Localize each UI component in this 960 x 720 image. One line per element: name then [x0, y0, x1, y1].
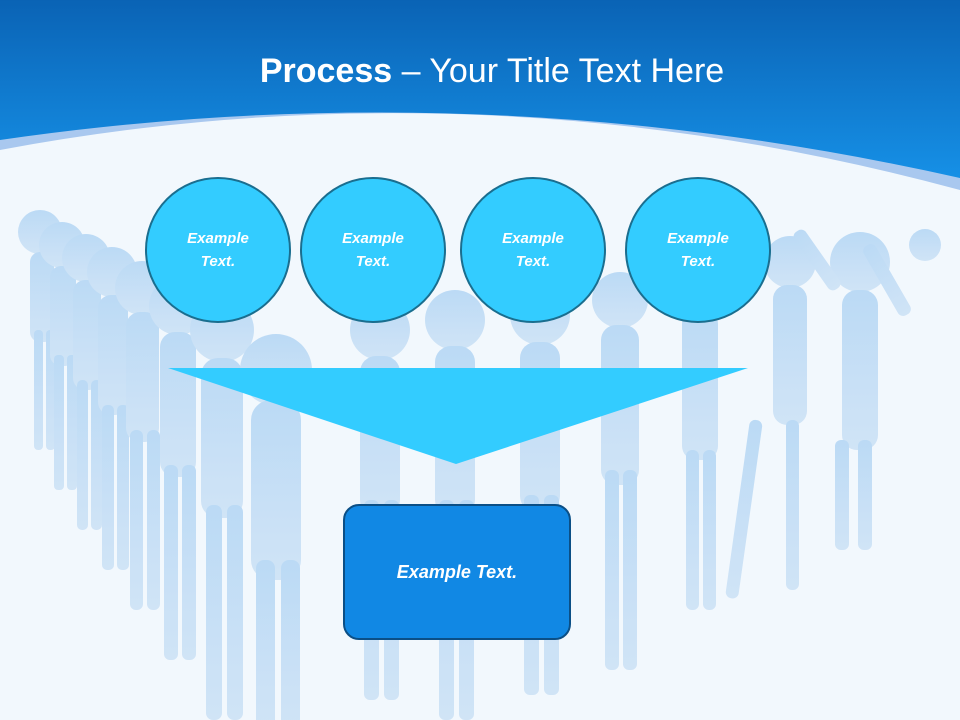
step-2-text: Example Text.: [342, 230, 404, 270]
step-circle-3: Example Text.: [460, 177, 606, 323]
step-circle-4: Example Text.: [625, 177, 771, 323]
header-band: [0, 0, 960, 178]
slide-title: Process – Your Title Text Here: [0, 52, 960, 91]
step-3-text: Example Text.: [502, 230, 564, 270]
step-1-text: Example Text.: [187, 230, 249, 270]
title-bold-part: Process: [259, 52, 393, 90]
step-circle-1: Example Text.: [145, 177, 291, 323]
step-4-text: Example Text.: [667, 230, 729, 270]
result-text: Example Text.: [396, 561, 518, 582]
result-box: Example Text.: [343, 504, 571, 640]
step-circle-2: Example Text.: [300, 177, 446, 323]
title-rest-part: – Your Title Text Here: [392, 52, 725, 90]
